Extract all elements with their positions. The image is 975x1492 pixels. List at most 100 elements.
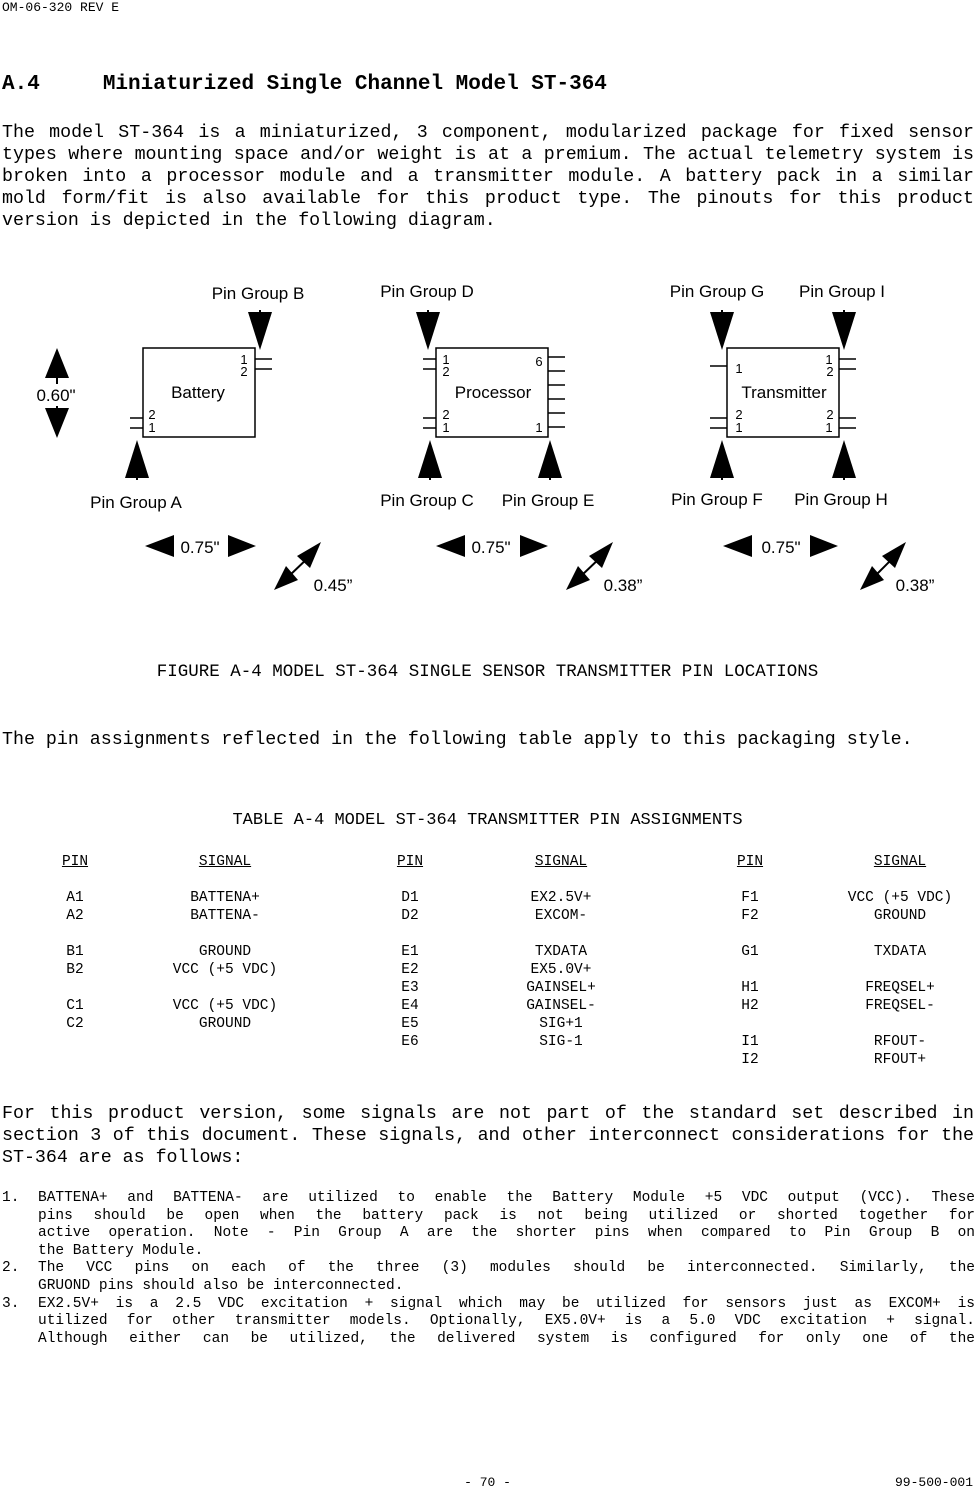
- transmitter-pin-h2-label: 2: [826, 407, 833, 422]
- pin-cell: E1: [401, 944, 419, 960]
- pin-header: PIN: [61, 854, 89, 870]
- pin-group-i-label: Pin Group I: [799, 282, 885, 301]
- signal-cell: BATTENA-: [190, 908, 260, 924]
- pin-group-b-label: Pin Group B: [212, 284, 305, 303]
- page-number: - 70 -: [464, 1475, 511, 1490]
- pin-header: PIN: [396, 854, 424, 870]
- note-text: the Battery Module.: [38, 1242, 204, 1259]
- signal-cell: FREQSEL+: [865, 980, 935, 996]
- pin-cell: D2: [401, 908, 419, 924]
- transmitter-width-label: 0.75": [761, 538, 800, 557]
- spacer: [45, 925, 105, 943]
- processor-pin-e1-label: 1: [535, 420, 542, 435]
- note-line: the Battery Module.: [2, 1243, 975, 1261]
- note-line: 2.The VCC pins on each of the three (3) …: [2, 1260, 975, 1278]
- pin-cell: E3: [401, 980, 419, 996]
- battery-pin-b1-label: 1: [240, 352, 247, 367]
- processor-depth-label: 0.38”: [604, 576, 643, 595]
- pin-cell: B1: [66, 944, 84, 960]
- note-text: BATTENA+ and BATTENA- are utilized to en…: [38, 1190, 975, 1206]
- processor-pin-e6-label: 6: [535, 354, 542, 369]
- transmitter-pin-f1-label: 1: [735, 420, 742, 435]
- table-title: TABLE A-4 MODEL ST-364 TRANSMITTER PIN A…: [232, 811, 743, 830]
- signal-cell: VCC (+5 VDC): [172, 998, 278, 1014]
- pin-group-h-label: Pin Group H: [794, 490, 888, 509]
- battery-depth-label: 0.45”: [314, 576, 353, 595]
- section-heading: A.4 Miniaturized Single Channel Model ST…: [2, 73, 607, 96]
- note-text: utilized for other transmitter models. O…: [38, 1313, 975, 1330]
- spacer: [380, 871, 440, 889]
- pin-cell: H2: [741, 998, 759, 1014]
- processor-pin-d2-label: 2: [442, 364, 449, 379]
- note-number: 3.: [2, 1295, 20, 1312]
- signal-cell: GROUND: [873, 908, 927, 924]
- processor-pin-c1-label: 1: [442, 420, 449, 435]
- spacer: [145, 979, 305, 997]
- signal-cell: SIG+1: [539, 1016, 583, 1032]
- note-line: utilized for other transmitter models. O…: [2, 1313, 975, 1331]
- notes-list: 1.BATTENA+ and BATTENA- are utilized to …: [2, 1190, 975, 1348]
- signal-cell: TXDATA: [873, 944, 927, 960]
- signal-cell: VCC (+5 VDC): [847, 890, 953, 906]
- battery-pin-b2-label: 2: [240, 364, 247, 379]
- footer-doc-number: 99-500-001: [894, 1475, 973, 1490]
- spacer: [820, 1015, 975, 1033]
- pin-group-c-label: Pin Group C: [380, 491, 474, 510]
- note-line: Although either can be utilized, the del…: [2, 1331, 975, 1349]
- battery-pin-a2-label: 2: [148, 407, 155, 422]
- transmitter-pin-h1-label: 1: [825, 420, 832, 435]
- note-line: 3.EX2.5V+ is a 2.5 VDC excitation + sign…: [2, 1296, 975, 1314]
- intro-paragraph: The model ST-364 is a miniaturized, 3 co…: [2, 123, 974, 231]
- note-number: [2, 1313, 38, 1331]
- spacer: [820, 871, 975, 889]
- section-number: A.4: [2, 73, 40, 96]
- signal-cell: GROUND: [198, 944, 252, 960]
- pin-cell: C1: [66, 998, 84, 1014]
- processor-module: Processor 1 2 2 1 6 1 Pin Group D Pin Gr…: [380, 282, 642, 595]
- pin-cell: A1: [66, 890, 84, 906]
- spacer: [380, 925, 440, 943]
- height-label: 0.60": [36, 386, 75, 405]
- transmitter-depth-label: 0.38”: [896, 576, 935, 595]
- pin-cell: I2: [741, 1052, 759, 1068]
- spacer: [481, 871, 641, 889]
- spacer: [145, 871, 305, 889]
- transmitter-module: Transmitter 1 1 2 2 1 2 1 Pin Group G Pi…: [670, 282, 935, 595]
- processor-pin-c2-label: 2: [442, 407, 449, 422]
- signal-cell: EXCOM-: [534, 908, 588, 924]
- transmitter-label: Transmitter: [741, 383, 827, 402]
- spacer: [720, 1015, 780, 1033]
- note-number: [2, 1243, 38, 1261]
- height-dimension: 0.60": [30, 348, 82, 438]
- spacer: [720, 871, 780, 889]
- signal-header: SIGNAL: [534, 854, 588, 870]
- transmitter-pin-f2-label: 2: [735, 407, 742, 422]
- spacer: [145, 925, 305, 943]
- pin-cell: F2: [741, 908, 759, 924]
- document-header-id: OM-06-320 REV E: [2, 0, 120, 15]
- battery-width-label: 0.75": [180, 538, 219, 557]
- pin-cell: H1: [741, 980, 759, 996]
- signal-cell: GAINSEL-: [526, 998, 596, 1014]
- note-text: active operation. Note - Pin Group A are…: [38, 1225, 975, 1242]
- processor-label: Processor: [455, 383, 532, 402]
- pin-cell: B2: [66, 962, 84, 978]
- signal-cell: EX2.5V+: [530, 890, 592, 906]
- processor-pin-d1-label: 1: [442, 352, 449, 367]
- signal-cell: VCC (+5 VDC): [172, 962, 278, 978]
- signal-cell: BATTENA+: [190, 890, 260, 906]
- signal-cell: SIG-1: [539, 1034, 583, 1050]
- pin-group-e-label: Pin Group E: [502, 491, 595, 510]
- processor-width-label: 0.75": [471, 538, 510, 557]
- section-title: Miniaturized Single Channel Model ST-364: [102, 73, 607, 96]
- signal-cell: GAINSEL+: [526, 980, 596, 996]
- spacer: [45, 979, 105, 997]
- note-text: Although either can be utilized, the del…: [38, 1330, 975, 1347]
- battery-pin-a1-label: 1: [148, 420, 155, 435]
- battery-label: Battery: [171, 383, 225, 402]
- note-text: pins should be open when the battery pac…: [38, 1207, 975, 1224]
